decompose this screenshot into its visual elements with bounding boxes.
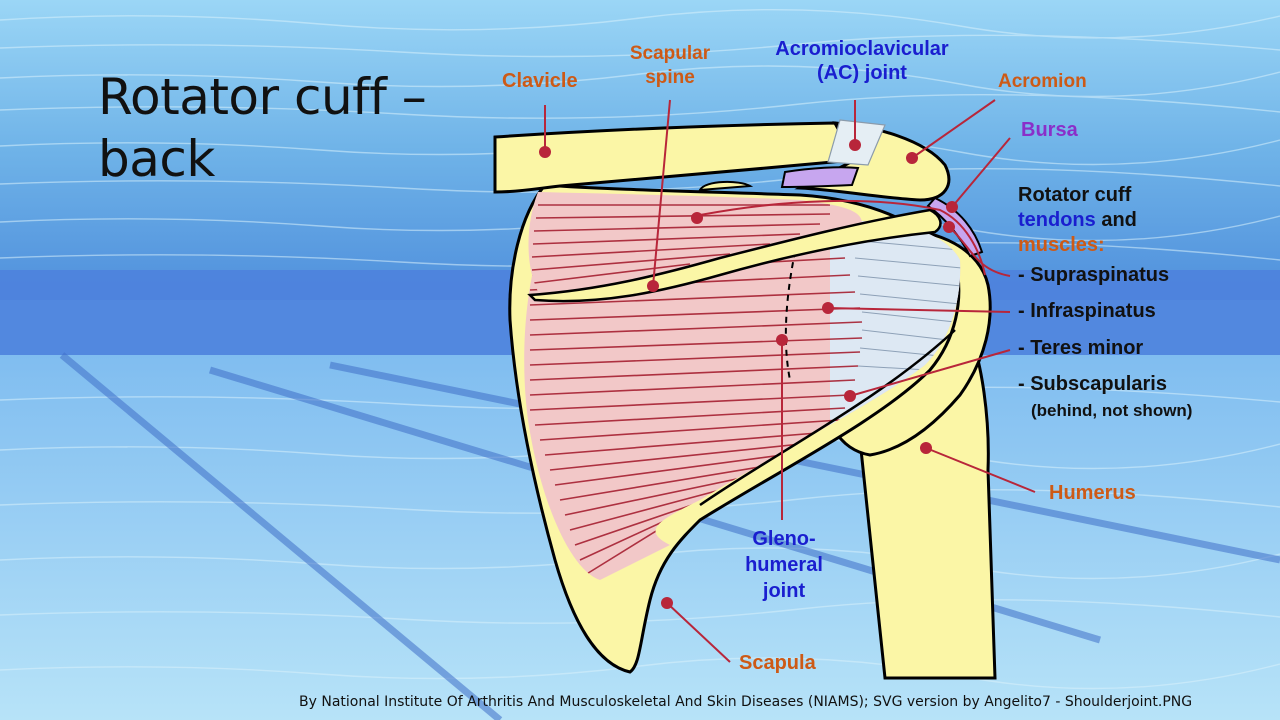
- clavicle-pointer-dot: [539, 146, 551, 158]
- scapular-spine-pointer-dot: [647, 280, 659, 292]
- legend-item-supraspinatus: - Supraspinatus: [1018, 264, 1170, 286]
- slide-title: Rotator cuff – back: [98, 66, 458, 190]
- supraspinatus-pointer-dot: [943, 221, 955, 233]
- rotator-cuff-heading: Rotator cuff: [1018, 184, 1132, 206]
- label-glenohumeral-line-2: humeral: [745, 554, 823, 576]
- label-clavicle: Clavicle: [502, 70, 578, 92]
- bursa: [780, 166, 860, 189]
- legend-subscapularis-note: (behind, not shown): [1031, 401, 1193, 420]
- legend-item-infraspinatus: - Infraspinatus: [1018, 300, 1156, 322]
- bursa-pointer-dot: [946, 201, 958, 213]
- label-scapular-spine: Scapular spine: [620, 42, 720, 90]
- label-scapular-spine-line-1: Scapular: [629, 43, 711, 64]
- image-credit-caption: By National Institute Of Arthritis And M…: [299, 694, 1193, 710]
- legend-item-teres-minor: - Teres minor: [1018, 337, 1144, 359]
- rotator-cuff-legend: Rotator cuff tendons and muscles:: [1018, 183, 1137, 258]
- slide-title-line-2: back: [98, 130, 215, 188]
- label-ac-joint-line-1: Acromioclavicular: [775, 38, 949, 60]
- scapula-pointer-dot: [661, 597, 673, 609]
- label-scapula: Scapula: [739, 652, 816, 674]
- clavicle-bone: [493, 121, 858, 194]
- acromion-pointer-dot: [906, 152, 918, 164]
- slide-title-line-1: Rotator cuff –: [98, 68, 427, 126]
- rotator-cuff-muscles: muscles:: [1018, 234, 1105, 256]
- label-acromion: Acromion: [998, 71, 1087, 92]
- label-ac-joint: Acromioclavicular (AC) joint: [752, 37, 972, 85]
- label-glenohumeral-joint: Gleno- humeral joint: [730, 526, 838, 604]
- label-glenohumeral-line-3: joint: [762, 580, 806, 602]
- humerus-pointer-dot: [920, 442, 932, 454]
- legend-item-subscapularis: - Subscapularis: [1018, 373, 1167, 395]
- label-bursa: Bursa: [1021, 119, 1078, 141]
- label-glenohumeral-line-1: Gleno-: [752, 528, 816, 550]
- label-scapular-spine-line-2: spine: [645, 67, 695, 88]
- supraspinatus-muscle-dot: [691, 212, 703, 224]
- teres-minor-pointer-dot: [844, 390, 856, 402]
- infraspinatus-pointer-dot: [822, 302, 834, 314]
- rotator-cuff-tendons-line: tendons and: [1018, 208, 1137, 233]
- scapular-spine: [527, 208, 942, 303]
- ac-joint-pointer-dot: [849, 139, 861, 151]
- rotator-cuff-tendons: tendons: [1018, 209, 1096, 231]
- label-ac-joint-line-2: (AC) joint: [817, 62, 907, 84]
- label-humerus: Humerus: [1049, 482, 1136, 504]
- rotator-cuff-and: and: [1101, 209, 1137, 231]
- glenohumeral-pointer-dot: [776, 334, 788, 346]
